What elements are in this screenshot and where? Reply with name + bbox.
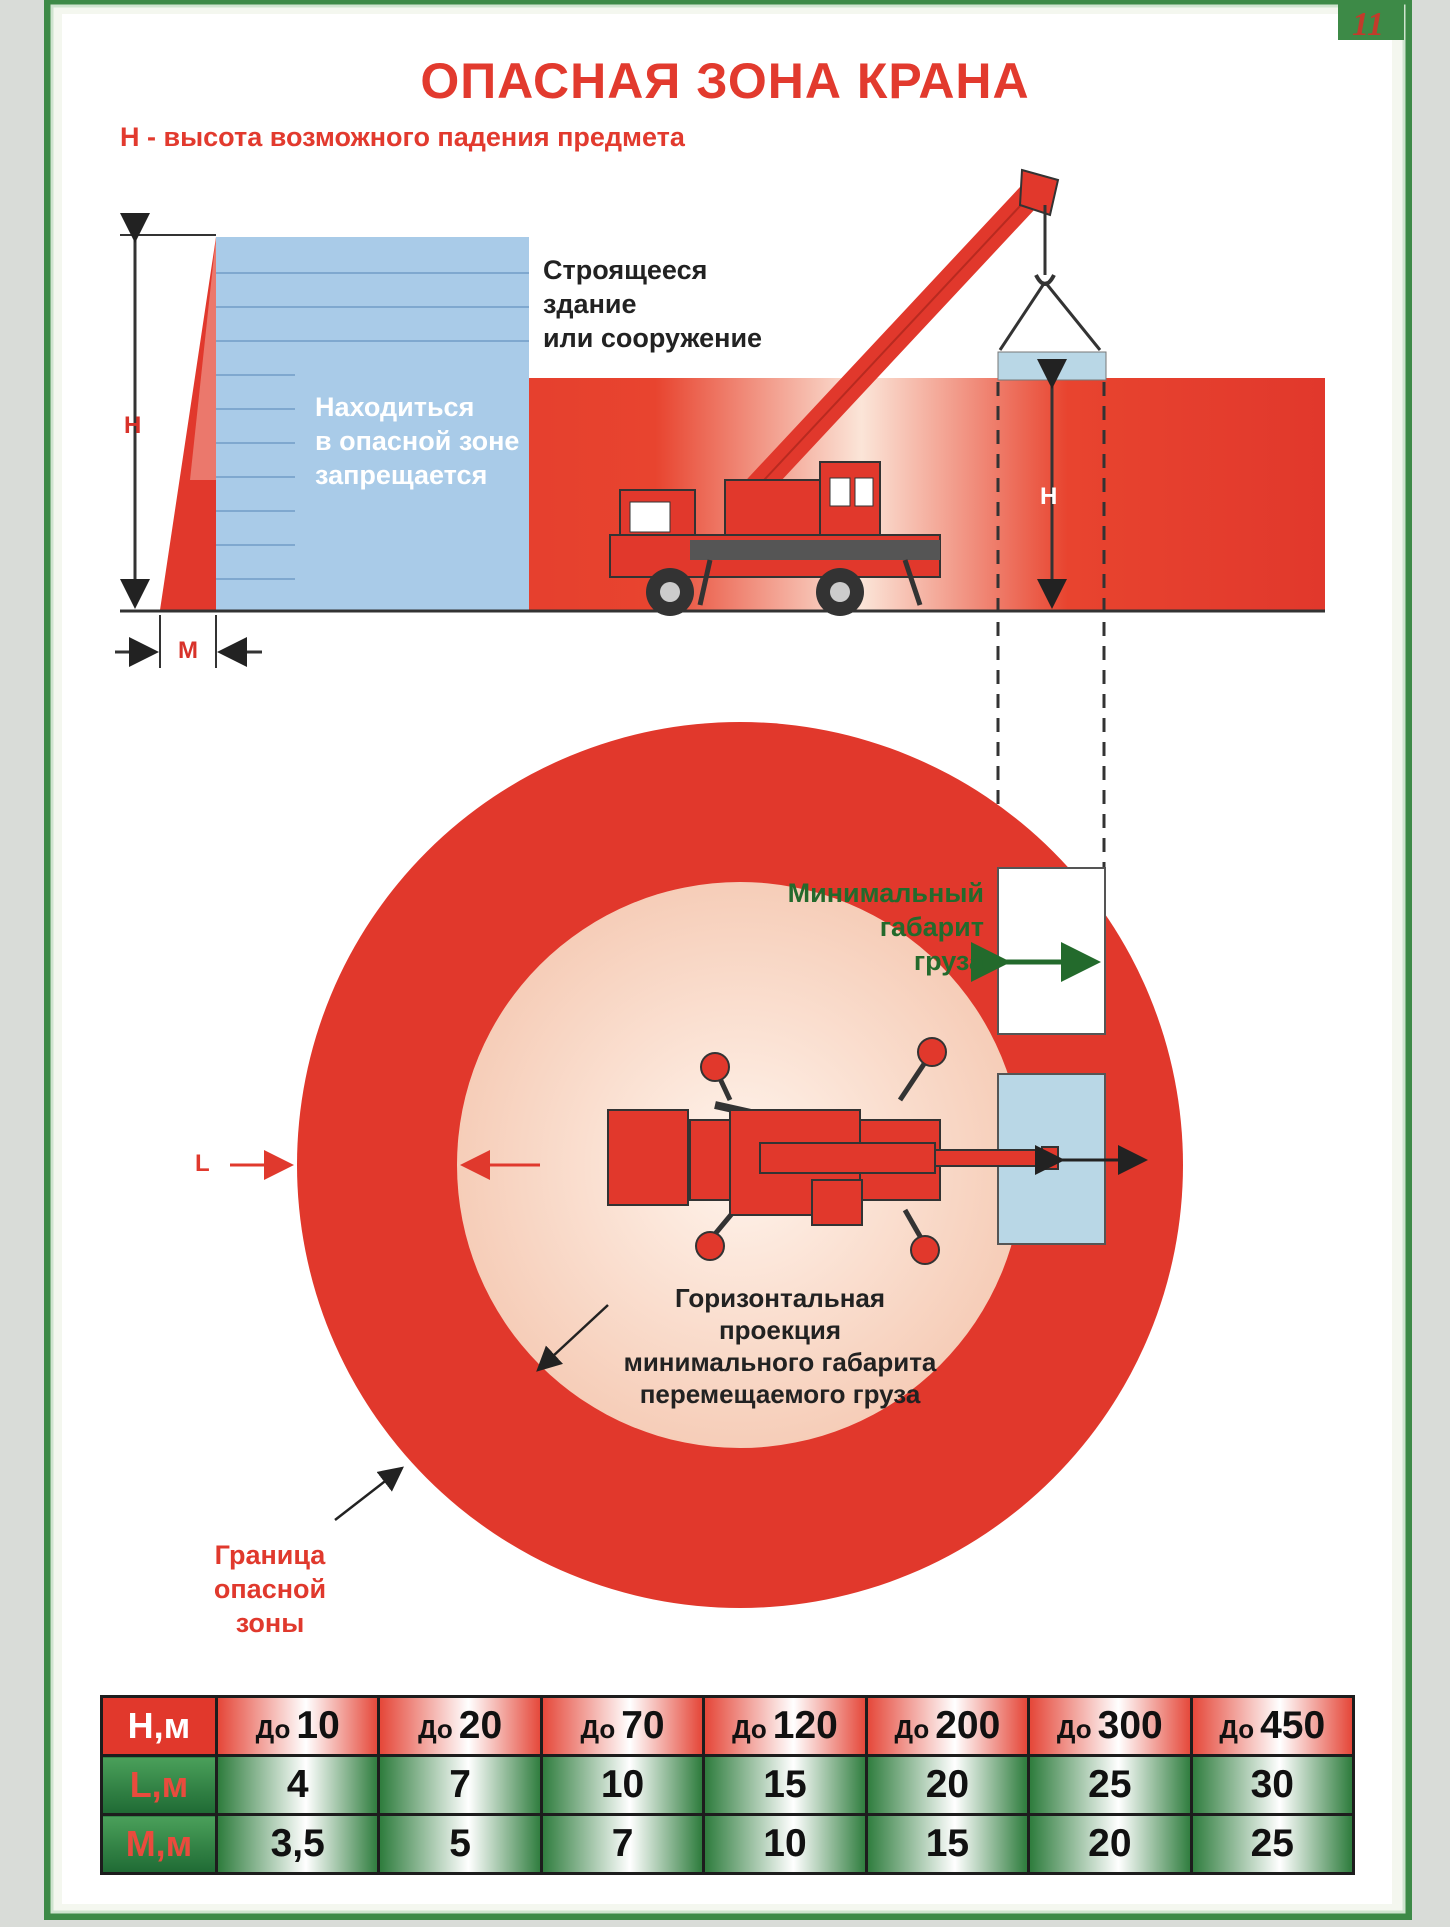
page-number: 11 [1351,6,1385,43]
cell-prefix: До [894,1714,930,1744]
boundary-label: Граница опасной зоны [175,1538,365,1640]
boundary-label-line: опасной [213,1574,327,1604]
cell-value: 200 [935,1704,1001,1747]
table-cell: 20 [1027,1813,1193,1875]
fall-zone-highlight [190,237,216,480]
table-cell: 5 [377,1813,543,1875]
cell-prefix: До [732,1714,767,1744]
projection-lines [996,382,1106,870]
building-label-line: Строящееся [543,255,708,285]
cell-value: 10 [296,1704,340,1747]
row-header-l: L,м [100,1754,218,1816]
min-cargo-label-line: габарит [879,912,984,942]
projection-label-line: проекция [718,1315,842,1345]
cell-prefix: До [418,1714,453,1744]
building-floor-lines [216,272,529,580]
boundary-pointer-arrow [334,1466,404,1521]
offset-label: М [178,637,198,664]
cell-prefix: До [1219,1714,1255,1744]
table-cell: 15 [864,1813,1031,1875]
min-cargo-rect [997,867,1106,1035]
projection-pointer-arrow [536,1304,609,1372]
cell-value: 20 [458,1704,503,1747]
page-subtitle: Н - высота возможного падения предмета [120,122,685,152]
min-cargo-label-line: груза [913,946,984,976]
cell-value: 300 [1097,1704,1163,1747]
table-cell: 4 [214,1754,381,1816]
table-cell: 15 [702,1754,868,1816]
min-cargo-label: Минимальный габарит груза [720,876,984,978]
cell-prefix: До [580,1714,616,1744]
table-row-l: L,м 4 7 10 15 20 25 30 [100,1754,1356,1816]
table-cell: 30 [1189,1754,1356,1816]
cell-value: 450 [1260,1704,1326,1747]
table-cell: 10 [539,1754,706,1816]
cell-prefix: До [1056,1714,1092,1744]
building-shape [216,237,529,610]
boundary-label-line: зоны [235,1608,305,1638]
projection-label-line: перемещаемого груза [639,1379,921,1409]
height-label-left: Н [124,412,142,439]
table-cell: 7 [377,1754,543,1816]
radius-label: L [195,1150,210,1177]
projection-label: Горизонтальная проекция минимального габ… [570,1282,990,1410]
building-label: Строящееся здание или сооружение [543,253,762,355]
building-label-line: здание [543,289,637,319]
height-label-right: Н [1040,483,1058,510]
danger-zone-label-line: в опасной зоне [315,426,520,456]
table-cell: 10 [702,1813,868,1875]
table-cell: 25 [1027,1754,1193,1816]
cell-value: 70 [621,1704,665,1747]
projection-label-line: минимального габарита [623,1347,937,1377]
danger-zone-label-line: Находиться [315,392,475,422]
danger-zone-label-line: запрещается [315,460,488,490]
row-header-m: М,м [100,1813,218,1875]
page-number-tab [1338,0,1404,40]
cell-prefix: До [255,1714,291,1744]
crane-truck-side [609,168,1102,616]
building-label-line: или сооружение [543,323,763,353]
table-cell: 25 [1189,1813,1356,1875]
cell-value: 120 [772,1704,838,1747]
projection-label-line: Горизонтальная [674,1283,886,1313]
cargo-side [997,351,1107,381]
table-row-m: М,м 3,5 5 7 10 15 20 25 [100,1813,1356,1875]
boundary-label-line: Граница [214,1540,326,1570]
danger-zone-label: Находиться в опасной зоне запрещается [315,390,519,492]
table-cell: 20 [864,1754,1031,1816]
table-cell: 7 [539,1813,706,1875]
crane-truck-plan [607,1037,1059,1265]
row-header-height: Н,м [100,1695,218,1757]
table-cell: 3,5 [214,1813,381,1875]
fall-zone-triangle [160,237,216,610]
min-cargo-label-line: Минимальный [787,878,984,908]
page-title: ОПАСНАЯ ЗОНА КРАНА [420,53,1030,109]
